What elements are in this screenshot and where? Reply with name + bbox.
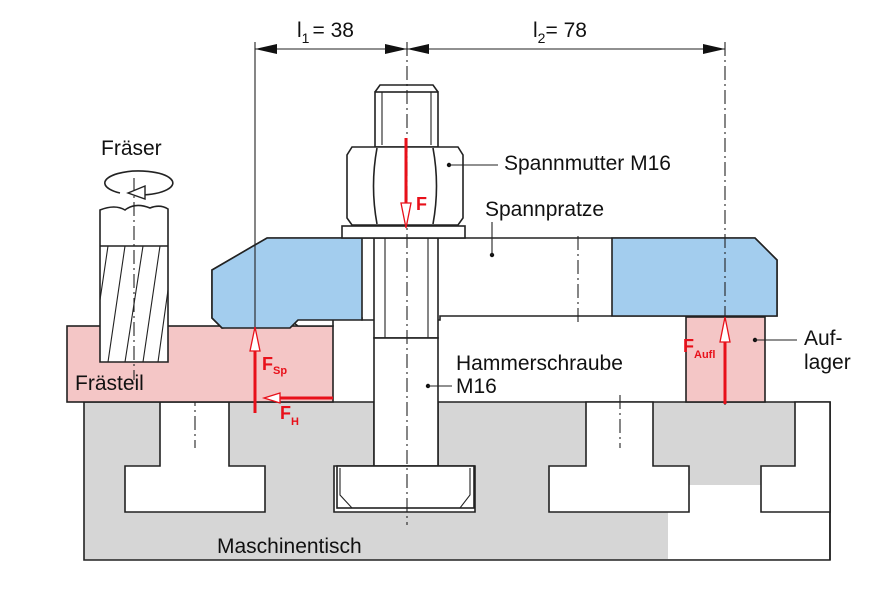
label-support-line1: Auf- — [804, 327, 843, 350]
force-fsp-label: FSp — [262, 354, 287, 377]
clamp — [211, 236, 778, 329]
force-fh-label: FH — [280, 403, 299, 428]
dimension-lines — [254, 42, 726, 525]
label-bolt-line1: Hammerschraube — [456, 352, 623, 375]
rotation-arrow-icon — [104, 170, 174, 196]
t-slot — [548, 401, 690, 513]
label-support-line2: lager — [804, 351, 851, 374]
dimension-l1: l1= 38 — [297, 19, 354, 46]
label-workpiece: Frästeil — [75, 372, 144, 395]
force-f-label: F — [416, 194, 427, 214]
washer — [341, 225, 466, 239]
milling-cutter — [99, 170, 174, 380]
label-table: Maschinentisch — [217, 535, 362, 558]
dimension-l2: l2= 78 — [533, 19, 587, 46]
label-bolt-line2: M16 — [456, 375, 497, 398]
t-slot — [760, 401, 831, 513]
t-slot — [124, 401, 266, 513]
force-arrows — [249, 138, 731, 413]
hammer-bolt — [336, 84, 475, 509]
force-faufl-label: FAufl — [683, 336, 715, 361]
label-clamp: Spannpratze — [485, 198, 604, 221]
leader-lines — [425, 162, 797, 389]
clamping-nut — [341, 146, 466, 239]
label-nut: Spannmutter M16 — [504, 152, 671, 175]
label-cutter: Fräser — [101, 137, 162, 160]
